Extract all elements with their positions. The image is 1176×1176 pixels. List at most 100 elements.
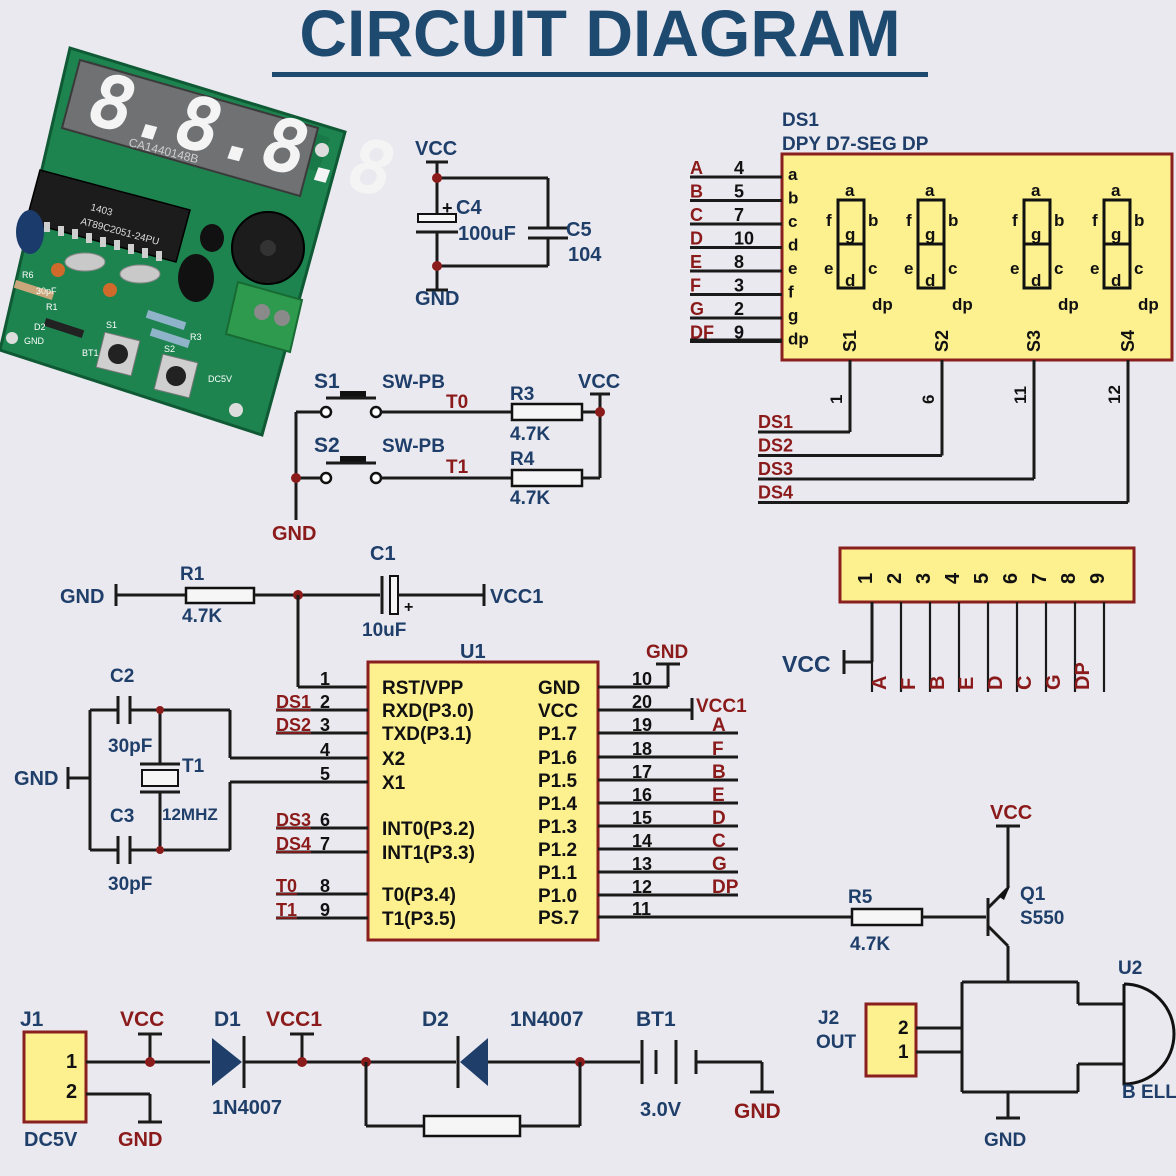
header-net: B [927,676,949,690]
silk-label: R3 [190,332,202,342]
ds1-pin-net: C [690,205,703,225]
u1-pin-num: 16 [632,785,652,805]
c4-plus: + [442,198,453,218]
u1-pin-name: RXD(P3.0) [382,701,474,722]
r1-resistor [184,586,256,605]
seg-b: b [948,211,958,230]
silk-label: DC5V [208,374,232,384]
ds1-pin-num: 4 [734,158,744,178]
gnd-label-buzzer: GND [984,1130,1026,1151]
seg-f: f [1012,211,1018,230]
seg-dp: dp [872,295,893,314]
u1-body [366,660,600,942]
digit-lower [916,242,946,290]
u1-pin-num: 18 [632,739,652,759]
u1-pin-name: T0(P3.4) [382,885,456,906]
ds1-digit-pin-num: 1 [827,395,846,404]
seg-c: c [1134,259,1143,278]
bt1-value: 3.0V [640,1099,682,1121]
u1-ref: U1 [460,641,486,663]
u1-pin-name: P1.1 [538,863,578,884]
title-underline [272,72,928,77]
q1-ref: Q1 [1020,884,1046,905]
seg-f: f [906,211,912,230]
u1-pin-name: P1.6 [538,748,577,769]
s2-net: T1 [446,457,469,478]
ds1-pin-net: A [690,158,703,178]
seg-g: g [925,225,935,244]
u1-pin-net: E [712,785,725,806]
u1-pin-num: 11 [632,899,651,919]
c1-plus: + [404,599,413,616]
j1-pin: 2 [66,1081,77,1103]
seg-d: d [925,271,935,290]
seg-c: c [948,259,957,278]
ds1-digit-net: DS3 [758,459,793,479]
seg-e: e [904,259,913,278]
ds1-digit-pin: S1 [840,330,860,352]
u1-pin-net: DS4 [276,834,311,854]
ds1-pin-name: f [788,283,794,302]
c3-ref: C3 [110,806,134,827]
u1-pin-num: 6 [320,810,330,830]
u1-pin-num: 9 [320,900,330,920]
u1-pin-name: X1 [382,773,406,794]
ds1-type: DPY D7-SEG DP [782,134,929,155]
header-net: E [956,677,978,690]
u1-pin-name: P1.3 [538,817,577,838]
r3-value: 4.7K [510,424,550,445]
seg-b: b [1054,211,1064,230]
s1-net: T0 [446,392,468,413]
silk-label: S2 [164,344,175,354]
u1-pin-net: DS2 [276,715,311,735]
crystal-value: 12MHZ [162,805,218,824]
s2-type: SW-PB [382,436,445,457]
switch-section: S1 SW-PB T0 R3 4.7K VCC S2 SW-PB T1 R4 4… [272,370,620,545]
seg-d: d [1111,271,1121,290]
silk-label: R6 [22,270,34,280]
seg-f: f [1092,211,1098,230]
u1-pin-num: 14 [632,831,652,851]
bypass-resistor [422,1114,522,1138]
u1-pin-num: 2 [320,692,330,712]
header-pin: 5 [971,573,993,584]
d1-ref: D1 [214,1008,241,1031]
u1-pin-name: RST/VPP [382,678,464,699]
seg-c: c [1054,259,1063,278]
seg-a: a [1111,181,1121,200]
ds1-pin-name: e [788,259,797,278]
u1-pin-name: P1.5 [538,771,578,792]
header-net: G [1043,674,1065,690]
power-section: J1 DC5V 1 2 GND VCC D1 1N4007 VCC1 D2 1N… [20,1008,781,1151]
s2-ref: S2 [314,434,340,457]
header-pin: 8 [1058,573,1080,584]
ds1-pin-num: 2 [734,299,744,319]
ds1-pin-net: E [690,252,702,272]
r5-value: 4.7K [850,934,890,955]
c3-value: 30pF [108,874,152,895]
c5-value: 104 [568,244,602,266]
r5-ref: R5 [848,887,873,908]
u1-pin-name: TXD(P3.1) [382,724,472,745]
u1-pin-net: T1 [276,900,297,920]
pcb-photo: 8.8.8.8 CA1440148B 1403 AT89C2051-24PU [0,46,408,437]
c5-ref: C5 [566,219,592,241]
c2-value: 30pF [108,736,152,757]
ds1-pin-name: b [788,189,798,208]
mcu-chip [25,169,191,263]
seg-dp: dp [1138,295,1159,314]
gnd-label-r1: GND [60,586,104,608]
ds1-pin-num: 9 [734,323,744,343]
buzzer-label: B ELL [1122,1082,1176,1103]
j2-label: OUT [816,1032,857,1053]
ds1-pin-name: d [788,236,798,255]
vcc-label-sw: VCC [578,371,620,393]
u1-pin-num: 5 [320,764,330,784]
ds1-pin-net: DF [690,323,714,343]
j1-ref: J1 [20,1008,44,1031]
vcc-label-j1: VCC [120,1008,164,1031]
header-pin: 9 [1087,573,1109,584]
u1-pin-num: 15 [632,808,652,828]
c4-value: 100uF [458,223,516,245]
